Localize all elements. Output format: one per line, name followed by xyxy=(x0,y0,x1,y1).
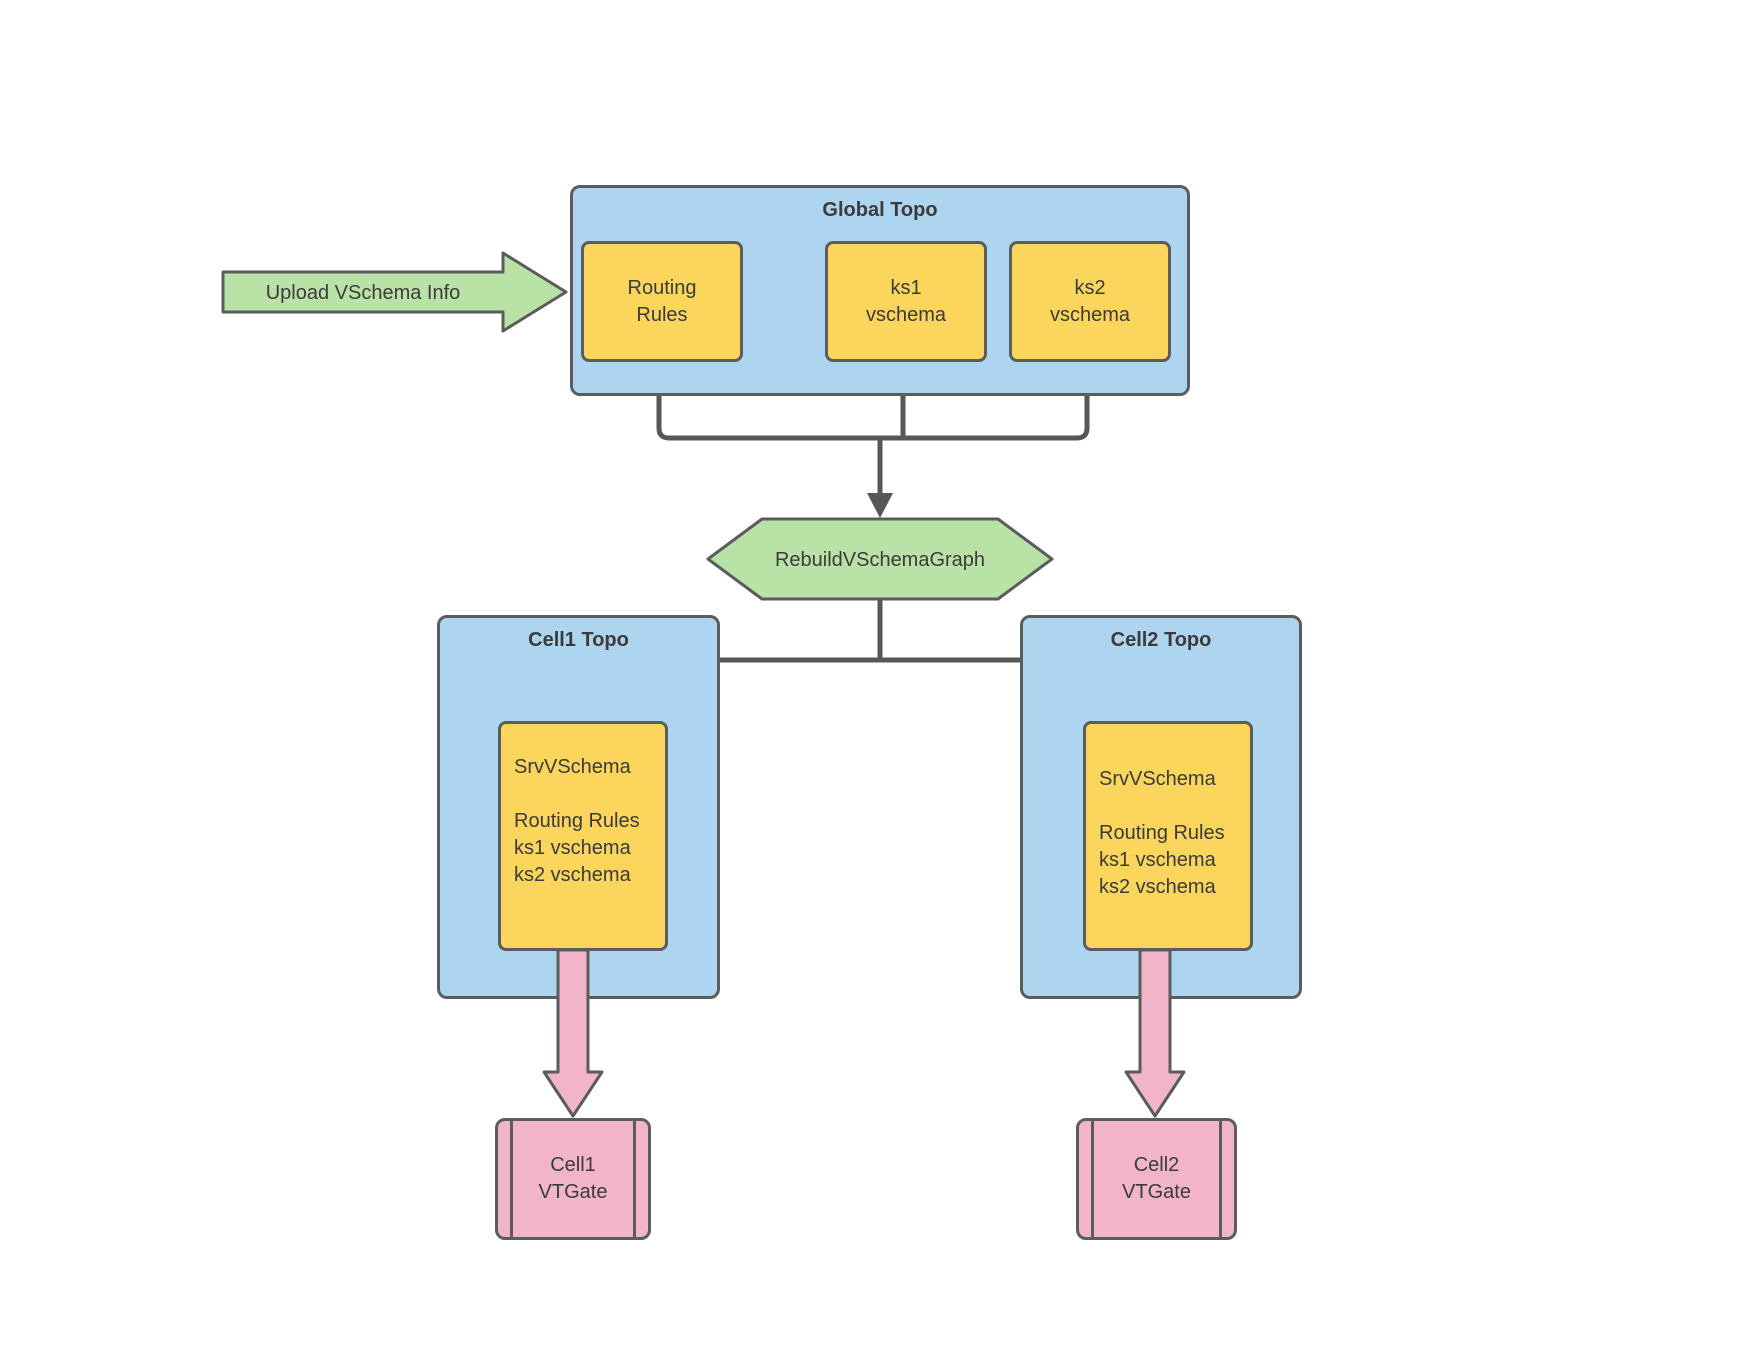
ks1-vschema-box: ks1 vschema xyxy=(825,241,987,362)
global-topo-title: Global Topo xyxy=(822,199,938,221)
global-topo-container: Global Topo Routing Rules ks1 vschema ks… xyxy=(570,185,1190,396)
ks2-vschema-label: ks2 vschema xyxy=(1049,276,1131,326)
arrowhead-into-rebuild xyxy=(867,493,893,518)
rebuild-vschema-label: RebuildVSchemaGraph xyxy=(775,549,985,571)
upload-arrow-label: Upload VSchema Info xyxy=(266,282,461,304)
routing-rules-box: Routing Rules xyxy=(581,241,743,362)
cell1-vtgate-box: Cell1 VTGate xyxy=(495,1118,651,1240)
rebuild-vschema-hexagon xyxy=(706,517,1054,601)
cell1-srv-vschema-label: SrvVSchema Routing Rules ks1 vschema ks2… xyxy=(514,756,640,886)
routing-rules-label: Routing Rules xyxy=(627,276,697,326)
cell1-topo-container: Cell1 Topo SrvVSchema Routing Rules ks1 … xyxy=(437,615,720,999)
cell1-srv-vschema-box: SrvVSchema Routing Rules ks1 vschema ks2… xyxy=(498,721,668,951)
cell2-topo-title: Cell2 Topo xyxy=(1110,629,1212,651)
cell2-srv-vschema-box: SrvVSchema Routing Rules ks1 vschema ks2… xyxy=(1083,721,1253,951)
cell2-srv-vschema-label: SrvVSchema Routing Rules ks1 vschema ks2… xyxy=(1099,768,1225,898)
ks1-vschema-label: ks1 vschema xyxy=(865,276,947,326)
cell2-vtgate-label: Cell2 VTGate xyxy=(1122,1154,1191,1203)
ks2-vschema-box: ks2 vschema xyxy=(1009,241,1171,362)
cell1-topo-title: Cell1 Topo xyxy=(528,629,629,651)
upload-vschema-arrow xyxy=(221,251,568,333)
cell2-vtgate-box: Cell2 VTGate xyxy=(1076,1118,1237,1240)
cell2-topo-container: Cell2 Topo SrvVSchema Routing Rules ks1 … xyxy=(1020,615,1302,999)
cell1-vtgate-label: Cell1 VTGate xyxy=(538,1154,608,1203)
